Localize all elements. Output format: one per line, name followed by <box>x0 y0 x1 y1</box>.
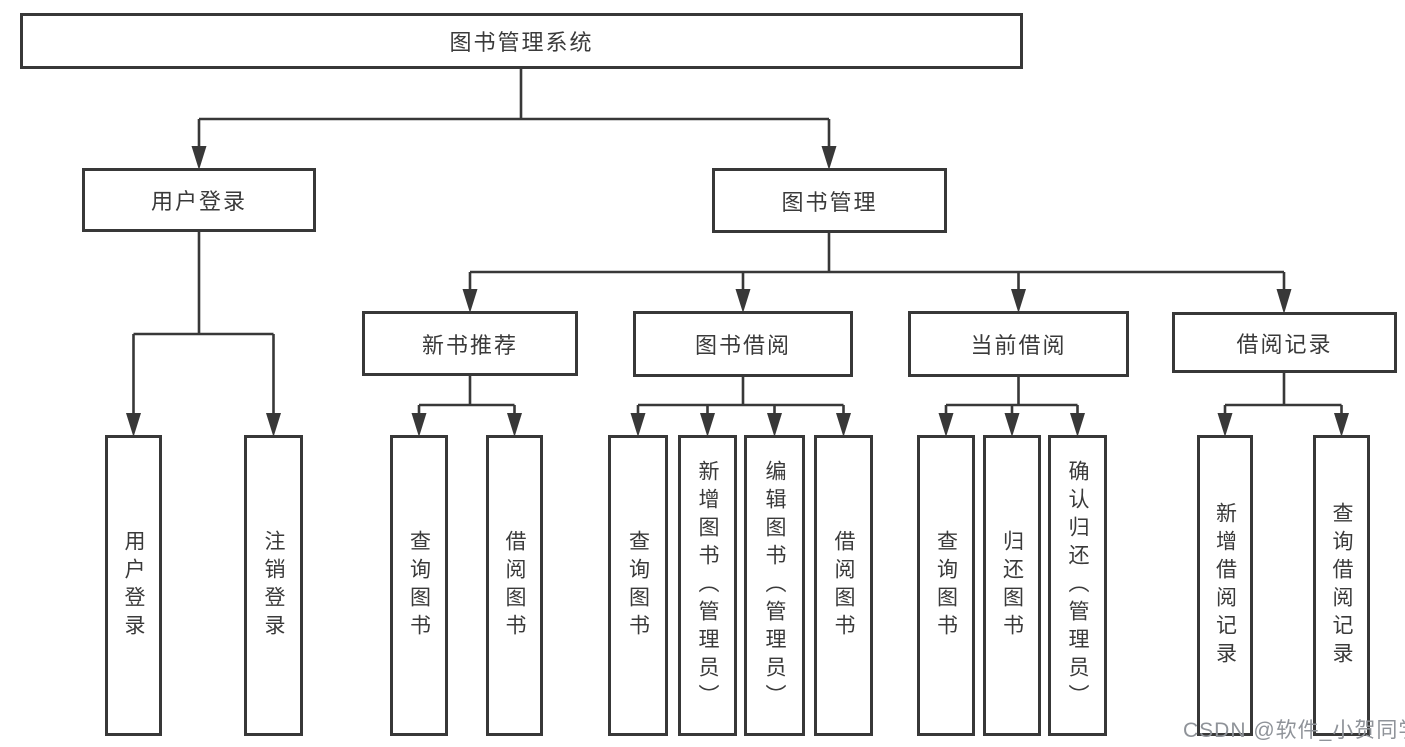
node-root: 图书管理系统 <box>20 13 1023 69</box>
leaf-confirm-return-admin-label: 确认归还（管理员） <box>1066 459 1089 712</box>
leaf-borrow-books-2: 借阅图书 <box>814 435 873 736</box>
node-user-login-label: 用户登录 <box>150 189 247 214</box>
arrowheads <box>126 146 1349 437</box>
node-current-borrowing: 当前借阅 <box>908 311 1129 377</box>
node-book-borrowing-label: 图书借阅 <box>694 333 791 358</box>
leaf-edit-books-admin-label: 编辑图书（管理员） <box>763 459 786 712</box>
leaf-query-borrow-record: 查询借阅记录 <box>1313 435 1370 736</box>
leaf-borrow-books-2-label: 借阅图书 <box>832 529 855 642</box>
leaf-return-books-label: 归还图书 <box>1000 529 1024 642</box>
node-book-borrowing: 图书借阅 <box>633 311 853 377</box>
leaf-add-books-admin-label: 新增图书（管理员） <box>696 459 719 712</box>
leaf-add-borrow-record: 新增借阅记录 <box>1197 435 1253 736</box>
leaf-borrow-books-1-label: 借阅图书 <box>503 529 526 642</box>
leaf-query-books-3-label: 查询图书 <box>934 529 958 642</box>
node-book-management-label: 图书管理 <box>781 189 878 215</box>
leaf-confirm-return-admin: 确认归还（管理员） <box>1048 435 1107 736</box>
leaf-query-books-2: 查询图书 <box>608 435 668 736</box>
csdn-watermark: CSDN @软件_小贺同学 <box>1183 719 1405 742</box>
leaf-logout: 注销登录 <box>244 435 303 736</box>
leaf-edit-books-admin: 编辑图书（管理员） <box>744 435 805 736</box>
node-new-book-recommend-label: 新书推荐 <box>421 332 518 358</box>
leaf-user-login: 用户登录 <box>105 435 162 736</box>
node-current-borrowing-label: 当前借阅 <box>970 333 1067 358</box>
node-root-label: 图书管理系统 <box>449 30 594 55</box>
leaf-add-books-admin: 新增图书（管理员） <box>678 435 737 736</box>
leaf-query-books-3: 查询图书 <box>917 435 975 736</box>
node-user-login: 用户登录 <box>82 168 316 232</box>
node-borrowing-records-label: 借阅记录 <box>1236 331 1333 357</box>
leaf-query-books-2-label: 查询图书 <box>626 529 650 642</box>
leaf-user-login-label: 用户登录 <box>122 529 145 642</box>
leaf-query-borrow-record-label: 查询借阅记录 <box>1330 501 1353 670</box>
node-new-book-recommend: 新书推荐 <box>362 311 578 376</box>
leaf-logout-label: 注销登录 <box>262 529 285 642</box>
leaf-query-books-1: 查询图书 <box>390 435 448 736</box>
leaf-add-borrow-record-label: 新增借阅记录 <box>1213 501 1237 670</box>
leaf-query-books-1-label: 查询图书 <box>407 529 431 642</box>
leaf-return-books: 归还图书 <box>983 435 1041 736</box>
node-borrowing-records: 借阅记录 <box>1172 312 1397 373</box>
leaf-borrow-books-1: 借阅图书 <box>486 435 543 736</box>
node-book-management: 图书管理 <box>712 168 947 233</box>
